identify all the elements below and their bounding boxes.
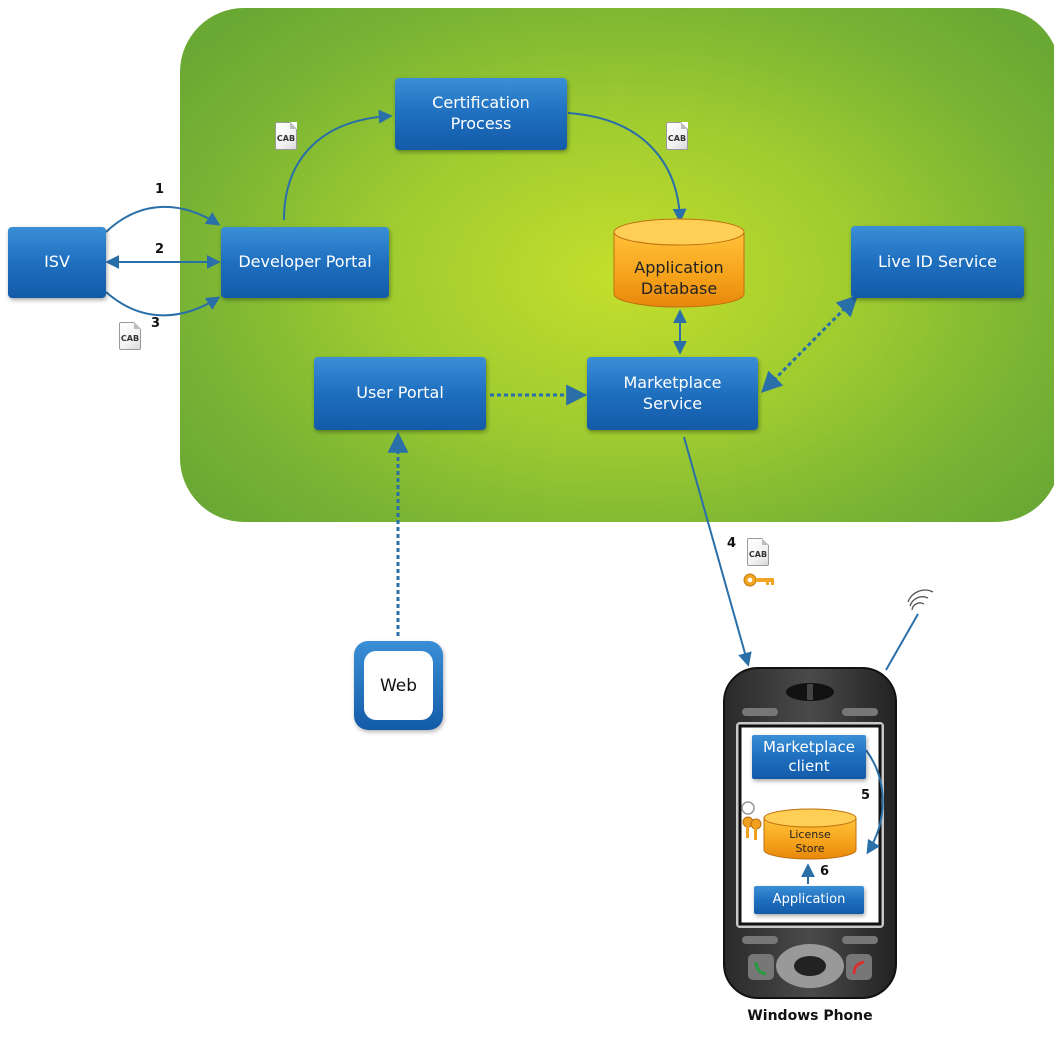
arrow-step-1	[105, 206, 221, 233]
arrow-cert-to-db	[567, 112, 687, 223]
user-portal-node: User Portal	[314, 357, 486, 430]
antenna	[885, 613, 919, 671]
live-id-service-node: Live ID Service	[851, 226, 1024, 298]
step-3-label: 3	[151, 316, 161, 331]
license-store-label: License Store	[789, 828, 831, 856]
cab-file-icon-dev: CAB	[275, 122, 297, 150]
keys-icon	[741, 801, 762, 840]
cab-file-icon-cert: CAB	[666, 122, 688, 150]
application-node: Application	[754, 886, 864, 914]
web-label: Web	[364, 651, 433, 720]
isv-node: ISV	[8, 227, 106, 298]
windows-phone-label: Windows Phone	[747, 1008, 873, 1024]
web-tile: Web	[354, 641, 443, 730]
arrow-step-5	[865, 749, 884, 855]
arrow-step-3	[105, 291, 221, 317]
cab-file-icon-step3: CAB	[119, 322, 141, 350]
arrow-dev-to-cert	[283, 109, 393, 221]
arrow-liveid-marketplace	[761, 295, 858, 393]
step-2-label: 2	[155, 242, 165, 257]
cab-file-icon-step4: CAB	[747, 538, 769, 566]
marketplace-client-node: Marketplace client	[752, 735, 866, 779]
signal-icon	[907, 589, 934, 611]
certification-process-node: Certification Process	[395, 78, 567, 150]
license-store-cylinder	[763, 808, 857, 860]
step-6-label: 6	[820, 864, 830, 879]
application-database-cylinder	[613, 218, 745, 308]
step-4-label: 4	[727, 536, 737, 551]
key-icon	[743, 573, 774, 587]
developer-portal-node: Developer Portal	[221, 227, 389, 298]
marketplace-service-node: Marketplace Service	[587, 357, 758, 430]
step-5-label: 5	[861, 788, 871, 803]
application-database-label: Application Database	[634, 258, 724, 298]
step-1-label: 1	[155, 182, 165, 197]
arrow-step-4	[683, 436, 752, 667]
